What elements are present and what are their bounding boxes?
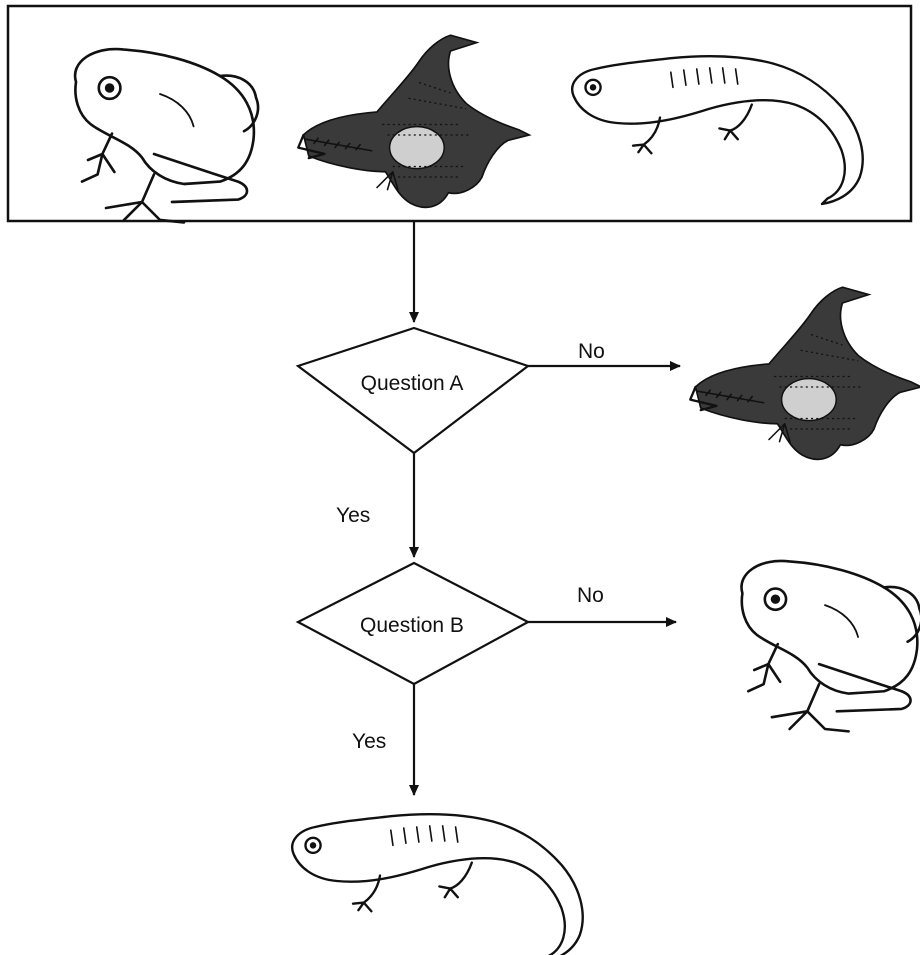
frog-icon bbox=[741, 561, 920, 731]
question-a-label: Question A bbox=[361, 372, 464, 395]
no-label-b: No bbox=[577, 584, 604, 607]
yes-label-b: Yes bbox=[352, 730, 386, 753]
no-label-a: No bbox=[578, 340, 605, 363]
salamander-icon bbox=[292, 814, 583, 955]
question-b-label: Question B bbox=[360, 614, 464, 637]
salamander-icon bbox=[572, 56, 863, 204]
alligator-icon bbox=[690, 287, 920, 459]
yes-label-a: Yes bbox=[336, 504, 370, 527]
alligator-icon bbox=[298, 35, 529, 207]
frog-icon bbox=[75, 49, 258, 222]
